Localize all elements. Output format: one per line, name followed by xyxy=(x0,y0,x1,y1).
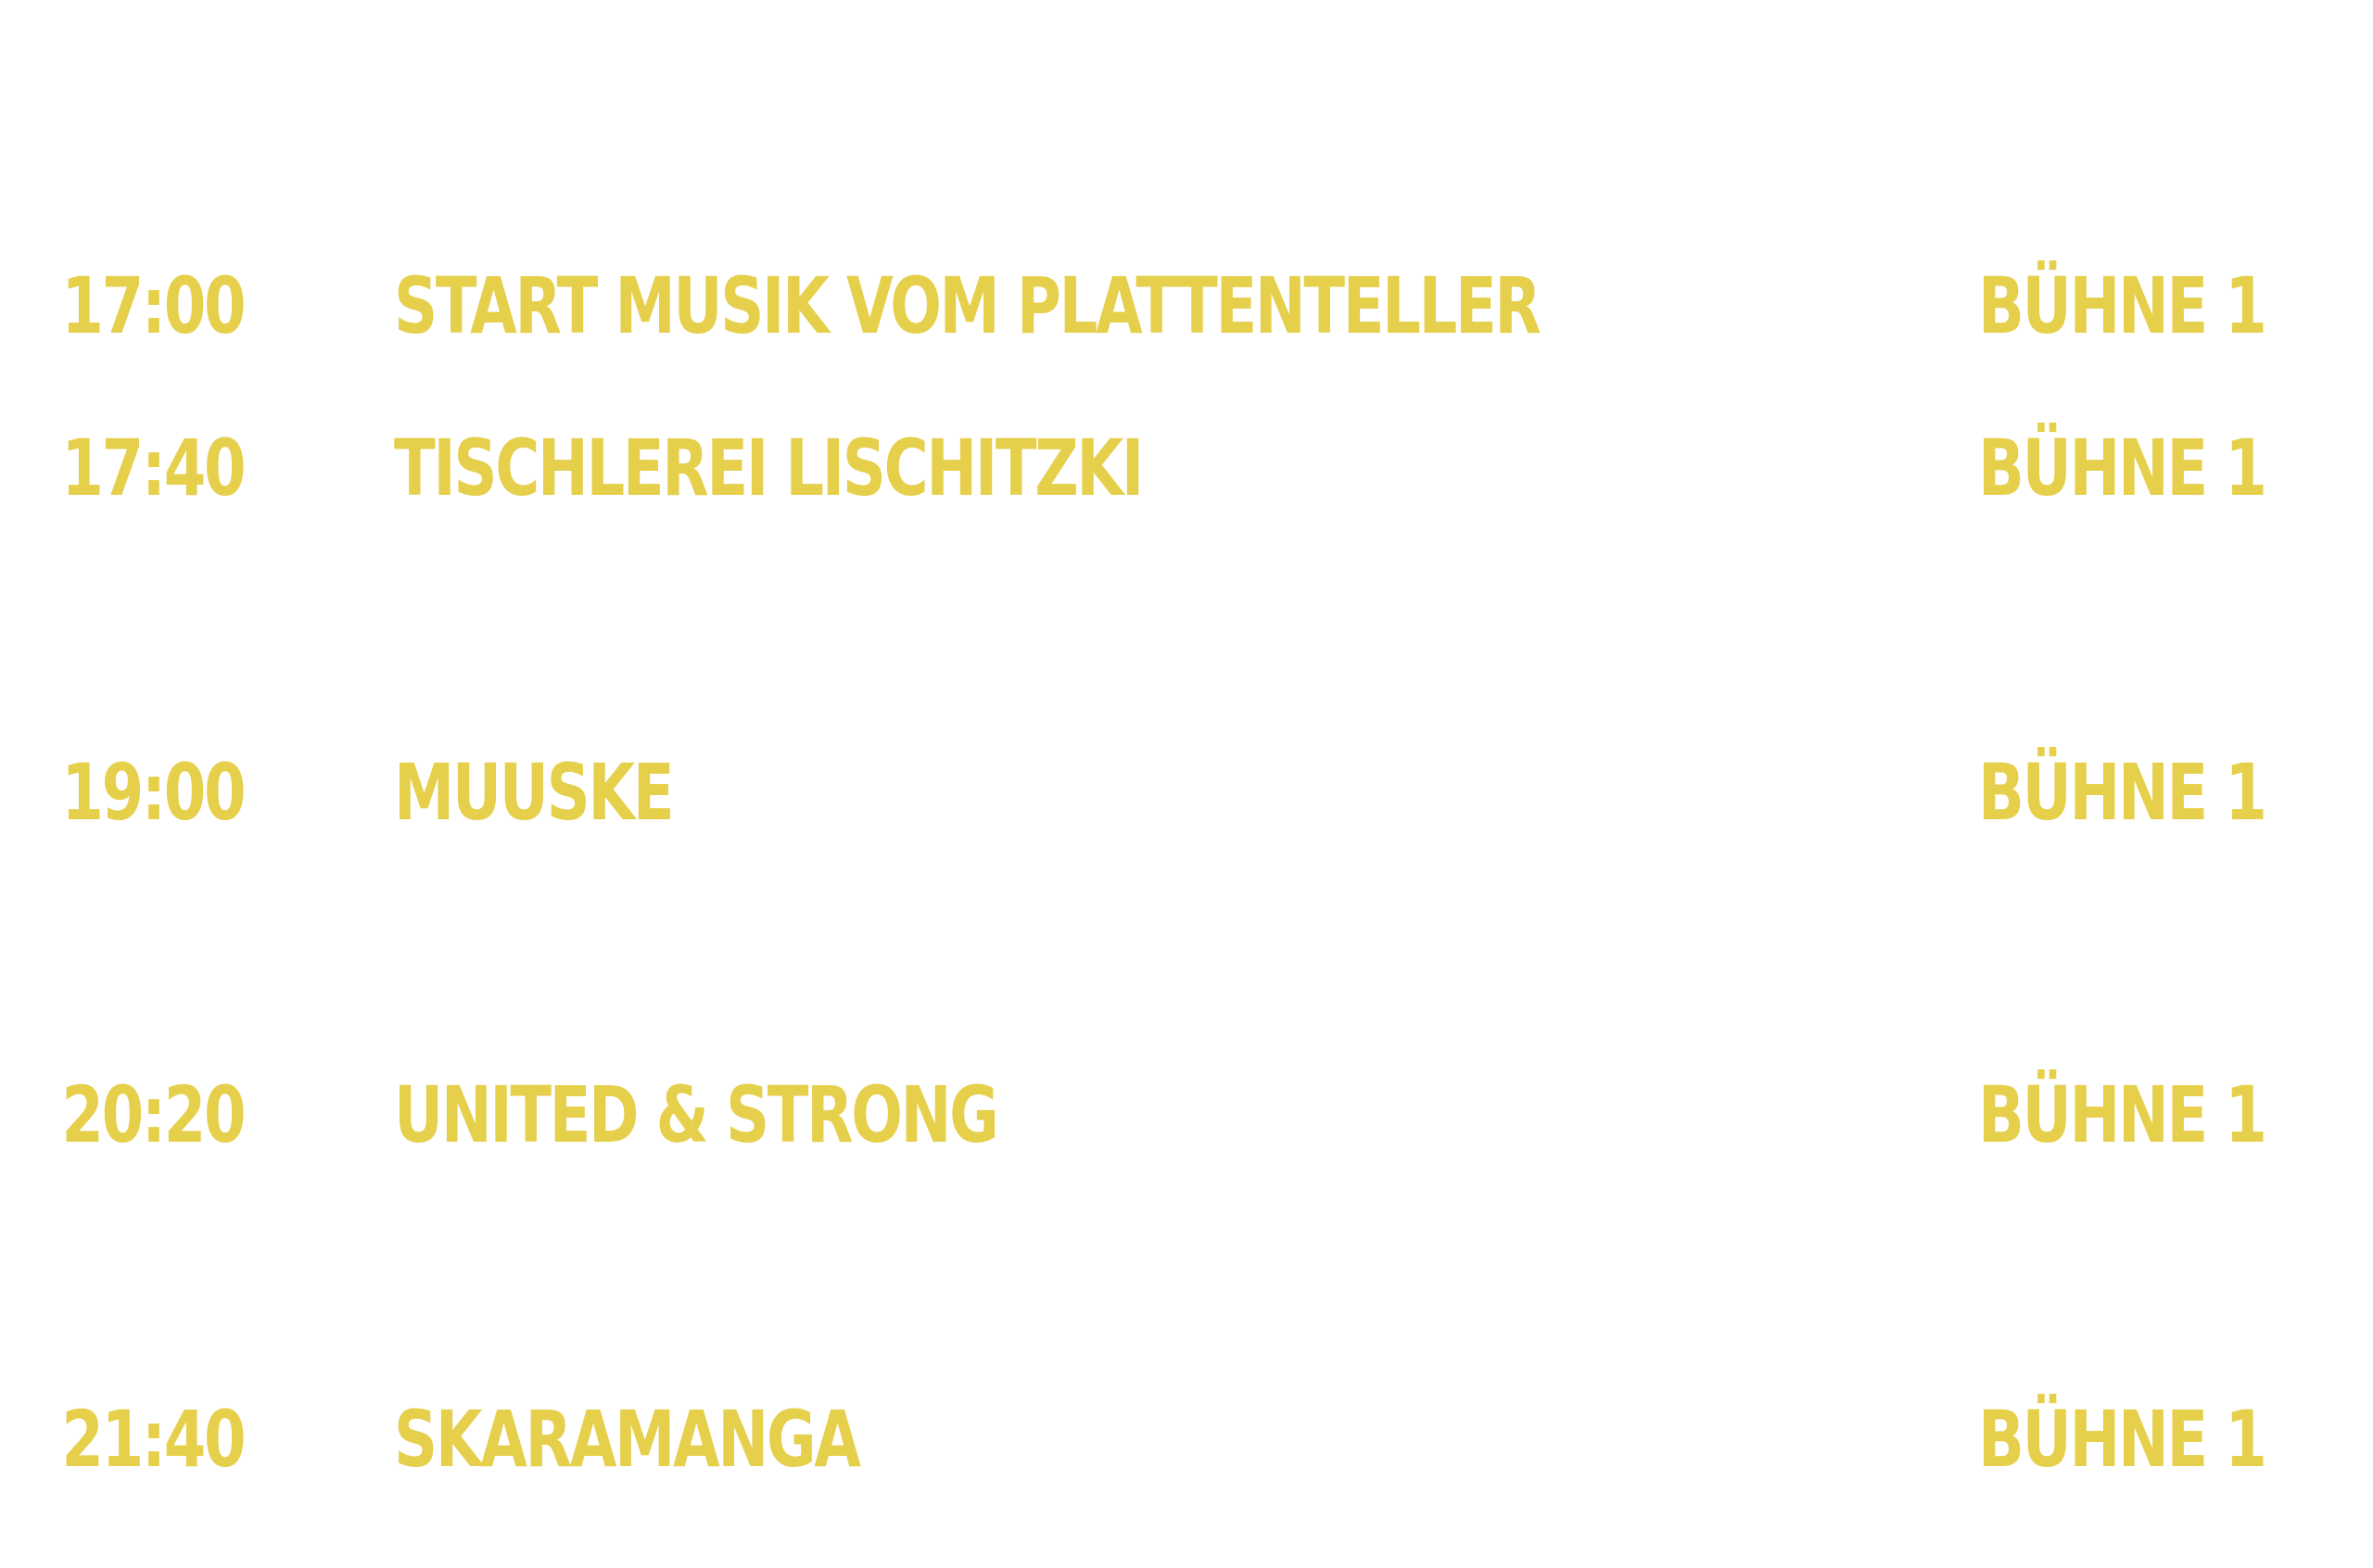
stage-label: BÜHNE 1 xyxy=(1978,747,2267,838)
act-name: START MUSIK VOM PLATTENTELLER xyxy=(394,260,1542,351)
time-slot: 19:00 xyxy=(61,747,246,838)
time-slot: 21:40 xyxy=(61,1394,246,1485)
act-name: SKARAMANGA xyxy=(394,1394,861,1485)
act-name: UNITED & STRONG xyxy=(394,1069,999,1160)
act-name: MUUSKE xyxy=(394,747,675,838)
schedule-row: 21:40 SKARAMANGA BÜHNE 1 xyxy=(0,1388,2373,1490)
act-name: TISCHLEREI LISCHITZKI xyxy=(394,423,1144,513)
schedule-row: 19:00 MUUSKE BÜHNE 1 xyxy=(0,741,2373,843)
time-slot: 17:00 xyxy=(61,260,246,351)
stage-label: BÜHNE 1 xyxy=(1978,1069,2267,1160)
stage-label: BÜHNE 1 xyxy=(1978,260,2267,351)
stage-label: BÜHNE 1 xyxy=(1978,423,2267,513)
schedule-row: 17:00 START MUSIK VOM PLATTENTELLER BÜHN… xyxy=(0,255,2373,357)
time-slot: 20:20 xyxy=(61,1069,246,1160)
stage-label: BÜHNE 1 xyxy=(1978,1394,2267,1485)
schedule-row: 20:20 UNITED & STRONG BÜHNE 1 xyxy=(0,1064,2373,1166)
schedule-row: 17:40 TISCHLEREI LISCHITZKI BÜHNE 1 xyxy=(0,417,2373,519)
time-slot: 17:40 xyxy=(61,423,246,513)
